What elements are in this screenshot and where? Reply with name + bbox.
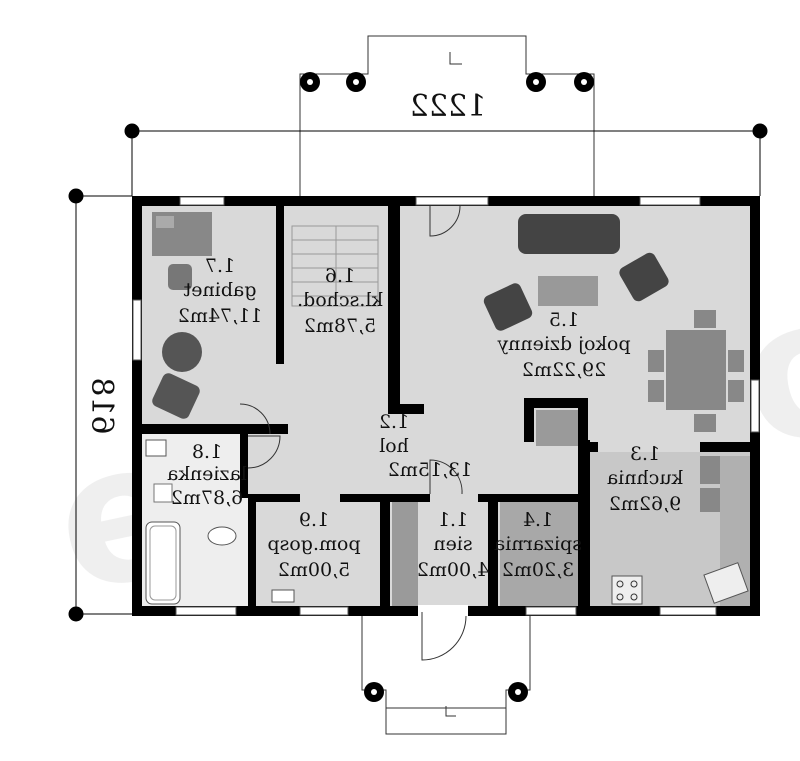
height-dimension-label: 618 (84, 377, 119, 434)
room-label-kuchnia: 1.3 kuchnia 9,62m2 (607, 443, 683, 515)
svg-text:1.6: 1.6 (325, 265, 355, 287)
sofa (518, 214, 620, 254)
toilet (207, 526, 237, 546)
svg-text:spizarnia: spizarnia (494, 533, 582, 555)
svg-text:13,15m2: 13,15m2 (388, 459, 473, 481)
svg-text:3,20m2: 3,20m2 (502, 559, 574, 581)
room-label-pom-gosp: 1.9 pom.gosp 5,00m2 (267, 509, 360, 581)
columns (300, 72, 594, 702)
staircase (291, 225, 379, 307)
windows (132, 196, 760, 616)
svg-text:1.3: 1.3 (630, 443, 660, 465)
svg-text:1.9: 1.9 (299, 509, 329, 531)
dimension-lines (68, 123, 768, 622)
office-chair (168, 264, 192, 290)
room-label-spizarnia: 1.4 spizarnia 3,20m2 (494, 509, 582, 581)
svg-text:1.2: 1.2 (379, 411, 409, 433)
furniture (145, 212, 749, 605)
room-label-sien: 1.1 sien 4,00m2 (417, 509, 489, 581)
svg-text:29,22m2: 29,22m2 (522, 359, 607, 381)
svg-text:hol: hol (379, 435, 409, 457)
armchair (152, 373, 200, 419)
entrance-gap (418, 605, 468, 617)
room-label-pokoj-dzienny: 1.5 pokoj dzienny 29,22m2 (497, 309, 630, 381)
sink-bath (145, 439, 167, 457)
room-label-lazienka: 1.8 lazienka 6,87m2 (167, 441, 247, 509)
sink (703, 562, 749, 604)
bathtub (145, 521, 181, 605)
stove (611, 575, 643, 605)
svg-text:5,78m2: 5,78m2 (304, 315, 376, 337)
svg-text:5,00m2: 5,00m2 (278, 559, 350, 581)
room-labels: 1.7 gabinet 11,74m2 1.6 kl.schod. 5,78m2… (167, 255, 683, 581)
svg-text:11,74m2: 11,74m2 (178, 305, 263, 327)
svg-text:1.8: 1.8 (192, 441, 222, 463)
svg-text:4,00m2: 4,00m2 (417, 559, 489, 581)
svg-text:9,62m2: 9,62m2 (609, 493, 681, 515)
svg-text:kl.schod.: kl.schod. (297, 289, 383, 311)
svg-text:1.1: 1.1 (438, 509, 468, 531)
door-swings (239, 205, 467, 661)
svg-text:sien: sien (433, 533, 472, 555)
washer (153, 483, 173, 503)
dining-table (666, 330, 726, 410)
svg-text:pom.gosp: pom.gosp (267, 533, 360, 555)
svg-text:6,87m2: 6,87m2 (171, 487, 243, 509)
svg-text:lazienka: lazienka (167, 463, 247, 485)
svg-text:pokoj dzienny: pokoj dzienny (497, 333, 630, 355)
room-label-hol: 1.2 hol 13,15m2 (379, 411, 472, 481)
room-label-klatka-schodowa: 1.6 kl.schod. 5,78m2 (297, 265, 383, 337)
svg-text:gabinet: gabinet (183, 279, 256, 301)
armchair-left (483, 283, 533, 331)
porch-bottom (361, 616, 531, 735)
armchair-right (619, 252, 669, 302)
svg-text:1.7: 1.7 (205, 255, 235, 277)
svg-text:1.5: 1.5 (549, 309, 579, 331)
utility-sink (271, 589, 295, 603)
svg-text:1.4: 1.4 (523, 509, 553, 531)
round-table (162, 332, 202, 372)
width-dimension-label: 1222 (410, 89, 486, 124)
svg-text:kuchnia: kuchnia (607, 467, 683, 489)
coffee-table (538, 276, 598, 306)
room-label-gabinet: 1.7 gabinet 11,74m2 (178, 255, 263, 327)
